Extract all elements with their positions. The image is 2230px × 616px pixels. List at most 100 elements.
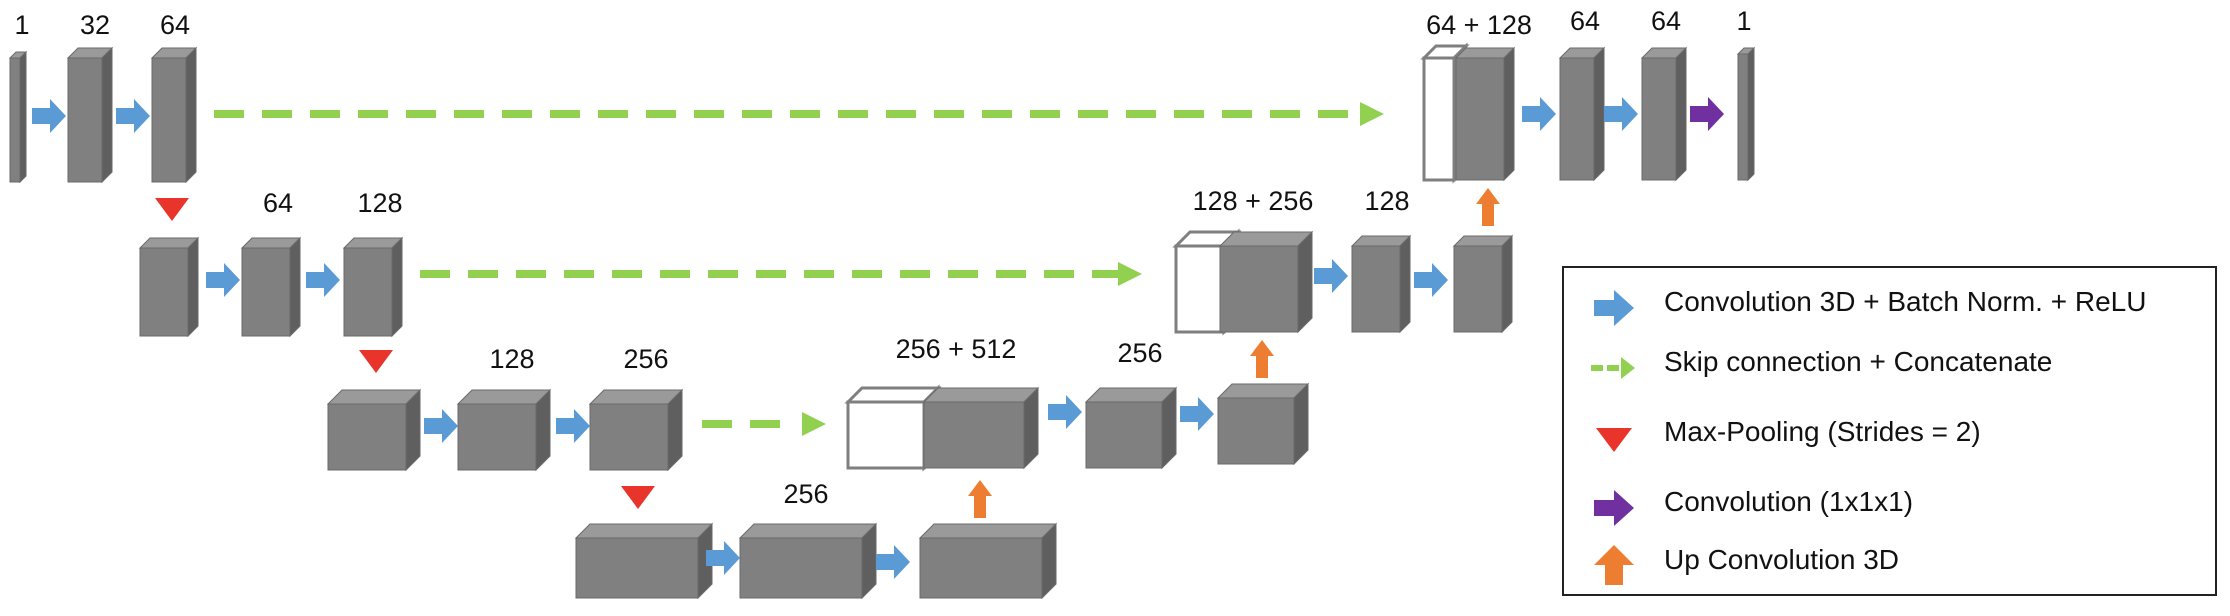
label-u1-c1: 64 — [1570, 6, 1600, 36]
skip-arrow-l1-head — [1360, 102, 1384, 126]
block-l1-conv2-side — [185, 46, 197, 184]
label-l2-c1: 64 — [263, 188, 293, 218]
block-u3-concat-side — [1023, 386, 1039, 470]
skip-arrow-l3 — [702, 412, 826, 436]
legend-item-conv: Convolution 3D + Batch Norm. + ReLU — [1564, 278, 2215, 338]
conv-arrow-l4-b — [876, 545, 910, 579]
block-l3-pool-side — [405, 388, 421, 472]
block-l1-input-side — [19, 50, 27, 184]
skip-arrow-l1-dash-13 — [838, 110, 868, 118]
block-u2-conv1-side — [1399, 234, 1411, 334]
block-u3-conv1-top — [1084, 387, 1178, 403]
conv-arrow-u3-b — [1180, 397, 1214, 431]
block-l1-input-front — [9, 57, 21, 183]
block-u3-conv2 — [1216, 382, 1310, 466]
skip-arrow-l1-dash-19 — [1126, 110, 1156, 118]
skip-arrow-l3-dash-1 — [750, 420, 780, 428]
block-u2-conv2-side — [1501, 234, 1513, 334]
block-u2-concat — [1218, 230, 1314, 334]
block-l2-conv2-front — [343, 247, 393, 337]
block-l3-conv1-top — [456, 389, 552, 405]
block-l4-conv1-front — [739, 537, 863, 599]
skip-arrow-l1-dash-20 — [1174, 110, 1204, 118]
skip-arrow-l1-dash-16 — [982, 110, 1012, 118]
block-u3-conv1-front — [1085, 401, 1163, 469]
block-u2-concat-side — [1297, 230, 1313, 334]
block-l2-pool-side — [187, 236, 199, 338]
skip-arrow-l2-dash-3 — [564, 270, 594, 278]
skip-arrow-l1-dash-4 — [406, 110, 436, 118]
skip-arrow-l2-dash-0 — [420, 270, 450, 278]
label-u2-c: 128 — [1364, 186, 1409, 216]
block-u2-conv2 — [1452, 234, 1514, 334]
block-l4-pool — [574, 522, 714, 600]
conv-arrow-l1-a — [32, 99, 66, 133]
block-output — [1736, 46, 1756, 182]
block-u2-skip-hollow-front — [1174, 244, 1226, 334]
label-u3-concat: 256 + 512 — [896, 334, 1017, 364]
channel-labels: 1 32 64 64 128 128 256 256 256 + 512 256… — [14, 6, 1751, 509]
block-l1-conv2 — [150, 46, 198, 184]
block-u1-concat — [1454, 46, 1516, 182]
block-u3-concat-front — [923, 401, 1025, 469]
skip-arrow-l2-dash-4 — [612, 270, 642, 278]
block-l3-conv2 — [588, 388, 684, 472]
block-l1-conv1 — [66, 46, 114, 184]
skip-arrow-l2-dash-5 — [660, 270, 690, 278]
block-u3-conv2-front — [1217, 397, 1295, 465]
block-u2-conv1 — [1350, 234, 1412, 334]
block-l4-conv2 — [918, 522, 1058, 600]
block-l2-pool-front — [139, 247, 189, 337]
skip-arrow-l2-head — [1118, 262, 1142, 286]
skip-arrow-l1-dash-15 — [934, 110, 964, 118]
legend-item-final-conv: Convolution (1x1x1) — [1564, 478, 2215, 538]
block-l1-conv1-side — [101, 46, 113, 184]
skip-arrow-l1-dash-9 — [646, 110, 676, 118]
block-l3-pool — [326, 388, 422, 472]
skip-arrow-l1 — [214, 102, 1384, 126]
upconv-arrow-u2 — [1476, 188, 1500, 226]
skip-arrow-l2-dash-14 — [1092, 270, 1118, 278]
block-u2-conv2-front — [1453, 245, 1503, 333]
skip-arrow-l1-dash-21 — [1222, 110, 1252, 118]
label-u3-c: 256 — [1117, 338, 1162, 368]
label-l1-in: 1 — [14, 10, 29, 40]
conv-arrow-u3-a — [1048, 395, 1082, 429]
skip-arrow-l2-dash-12 — [996, 270, 1026, 278]
red-down-triangle-icon — [1596, 428, 1632, 452]
block-u3-skip-hollow-front — [846, 400, 926, 470]
block-u1-conv2-front — [1641, 57, 1677, 181]
conv-arrow-l4-a — [706, 541, 740, 575]
block-l3-conv2-front — [589, 403, 669, 471]
conv-arrow-u2-b — [1414, 263, 1448, 297]
block-u2-concat-front — [1219, 245, 1299, 333]
skip-arrow-l1-dash-22 — [1270, 110, 1300, 118]
skip-arrow-l2-dash-11 — [948, 270, 978, 278]
skip-arrow-l3-head — [802, 412, 826, 436]
skip-arrow-l1-dash-12 — [790, 110, 820, 118]
skip-arrow-l1-dash-14 — [886, 110, 916, 118]
conv-arrow-u2-a — [1314, 259, 1348, 293]
block-u1-conv2 — [1640, 46, 1688, 182]
skip-arrow-l2-dash-9 — [852, 270, 882, 278]
block-l1-conv2-front — [151, 57, 187, 183]
skip-arrow-l2-dash-7 — [756, 270, 786, 278]
conv-arrow-l1-b — [116, 99, 150, 133]
block-l2-conv1-front — [241, 247, 291, 337]
block-u3-concat — [922, 386, 1040, 470]
block-l2-pool — [138, 236, 200, 338]
conv-arrow-l2-a — [206, 263, 240, 297]
legend-label-upconv: Up Convolution 3D — [1664, 544, 1900, 575]
label-out: 1 — [1736, 6, 1751, 36]
conv-arrow-l3-a — [424, 409, 458, 443]
block-l4-conv2-top — [918, 523, 1058, 539]
upconv-arrow-u3 — [1250, 340, 1274, 378]
skip-arrow-l1-dash-5 — [454, 110, 484, 118]
block-l4-pool-top — [574, 523, 714, 539]
skip-arrow-l1-dash-18 — [1078, 110, 1108, 118]
block-l3-conv1-front — [457, 403, 537, 471]
skip-arrow-l2-dash-1 — [468, 270, 498, 278]
block-l2-conv2 — [342, 236, 404, 338]
block-output-side — [1747, 46, 1755, 182]
conv-arrow-l2-b — [306, 263, 340, 297]
